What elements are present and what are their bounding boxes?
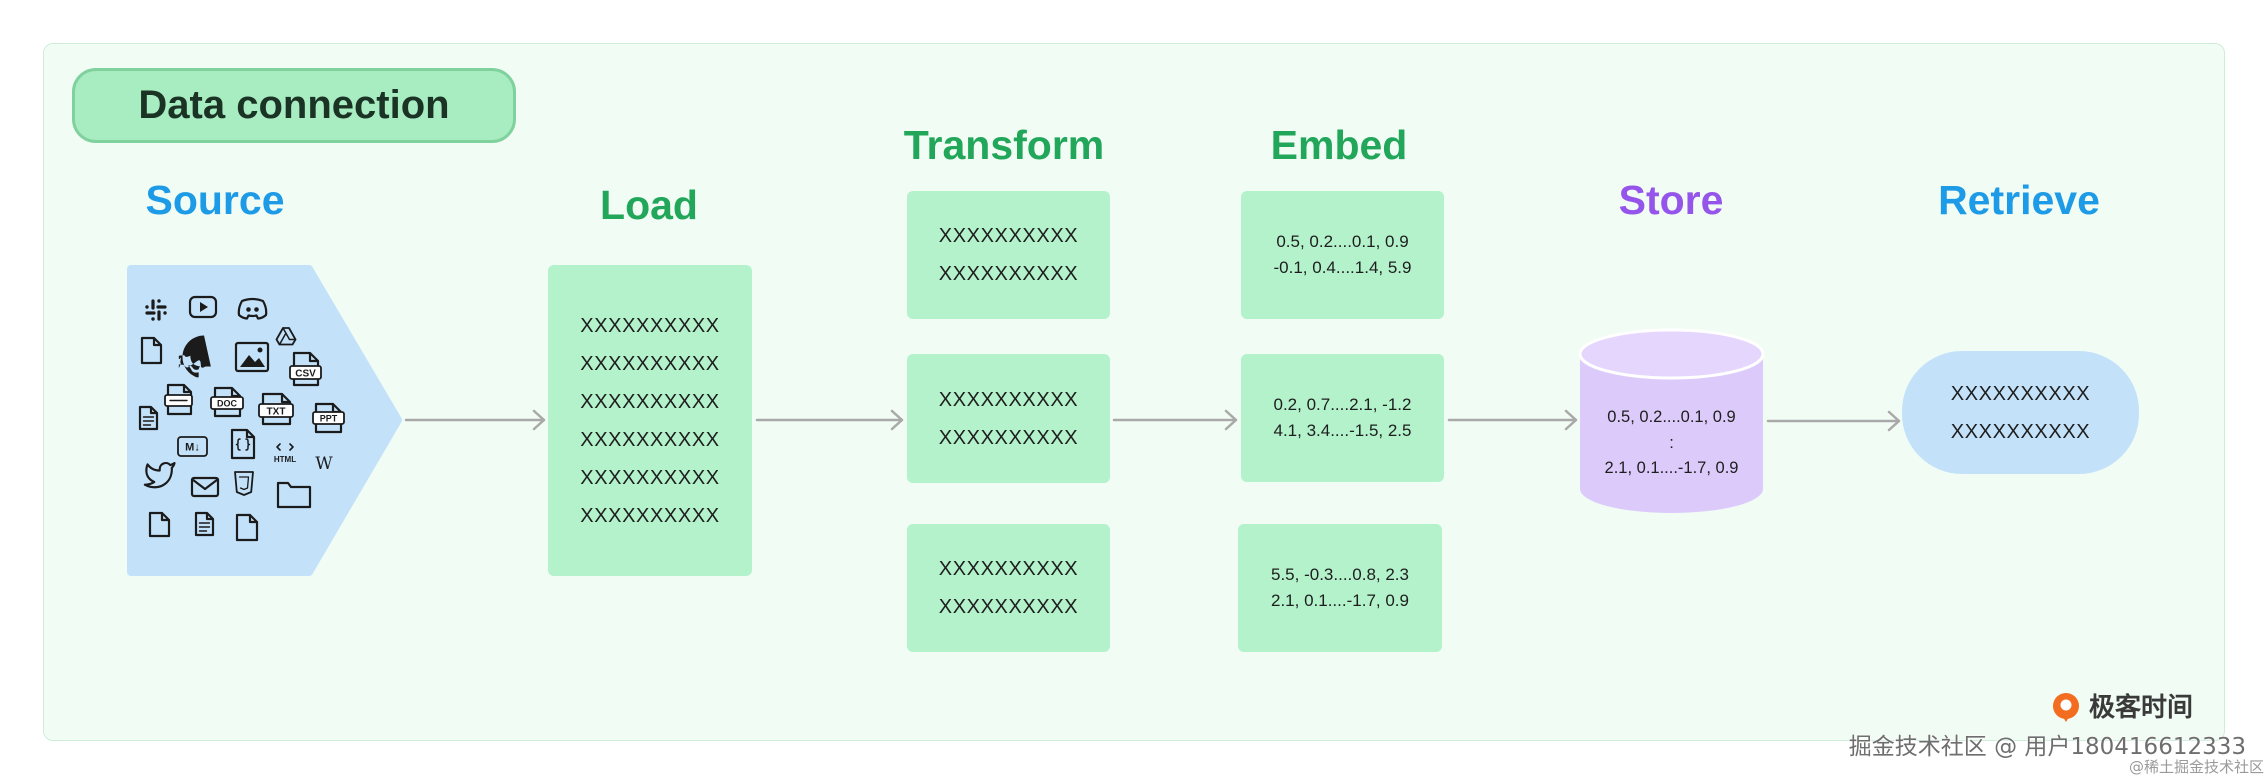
brand-name: 极客时间: [2089, 692, 2194, 722]
svg-text:HTML: HTML: [274, 455, 296, 464]
wikipedia-icon: W: [315, 454, 333, 474]
csv-icon: CSV: [289, 351, 322, 387]
document-text-row: XXXXXXXXXX: [580, 466, 720, 489]
document-icon: [194, 511, 215, 537]
github-icon: [178, 335, 211, 378]
document-text-row: XXXXXXXXXX: [580, 428, 720, 451]
chunk-text-row: XXXXXXXXXX: [938, 558, 1079, 580]
doc-icon: DOC: [210, 386, 244, 418]
file-icon: [140, 336, 163, 365]
youtube-icon: [188, 295, 218, 319]
document-text-row: XXXXXXXXXX: [580, 504, 720, 527]
txt-icon: TXT: [258, 392, 294, 426]
chunk-text-row: XXXXXXXXXX: [938, 426, 1079, 449]
vector-store-cylinder: [1578, 328, 1765, 513]
arrow-store-to-retrieve: [1766, 410, 1901, 432]
markdown-icon: M↓: [177, 436, 208, 457]
watermark-author: 掘金技术社区 @ 用户180416612333: [1848, 734, 2246, 760]
stage-label-retrieve: Retrieve: [1938, 177, 2100, 223]
slack-icon: [145, 299, 167, 321]
ppt-icon: PPT: [312, 402, 345, 434]
transform-chunk-1: XXXXXXXXXX XXXXXXXXXX: [907, 191, 1110, 319]
html-icon: HTML: [274, 443, 296, 464]
code-file-icon: [230, 428, 256, 460]
arrow-transform-to-embed: [1112, 409, 1238, 431]
discord-icon: [237, 297, 268, 320]
stage-label-transform: Transform: [903, 122, 1105, 168]
svg-text:DOC: DOC: [217, 399, 238, 409]
stage-label-load: Load: [600, 182, 698, 228]
source-icons: CSV DOC TXT PPT M↓: [138, 295, 345, 542]
document-text-row: XXXXXXXXXX: [580, 352, 720, 375]
loaded-documents-box: XXXXXXXXXX XXXXXXXXXX XXXXXXXXXX XXXXXXX…: [548, 265, 752, 576]
document-icon: [138, 405, 159, 431]
transform-chunk-2: XXXXXXXXXX XXXXXXXXXX: [907, 354, 1110, 483]
css-icon: [234, 471, 254, 496]
retrieved-text-row: XXXXXXXXXX: [1950, 382, 2091, 405]
document-text-row: XXXXXXXXXX: [580, 314, 720, 337]
embedding-vector-2: 0.2, 0.7....2.1, -1.2 4.1, 3.4....-1.5, …: [1241, 354, 1444, 482]
diagram-title: Data connection: [72, 68, 516, 143]
image-icon: [234, 341, 270, 373]
stored-vector-row: 2.1, 0.1....-1.7, 0.9: [1604, 459, 1739, 477]
vector-store-contents: 0.5, 0.2....0.1, 0.9 : 2.1, 0.1....-1.7,…: [1580, 405, 1763, 482]
vector-values-row: 0.2, 0.7....2.1, -1.2: [1273, 395, 1412, 414]
retrieved-results: XXXXXXXXXX XXXXXXXXXX: [1902, 351, 2139, 474]
brand-logo: 极客时间: [2051, 691, 2193, 723]
twitter-icon: [143, 461, 176, 489]
svg-text:W: W: [315, 454, 333, 474]
watermark-community: @稀土掘金技术社区: [2128, 758, 2264, 776]
vector-values-row: 0.5, 0.2....0.1, 0.9: [1276, 232, 1409, 251]
arrow-source-to-load: [404, 409, 546, 431]
stored-vector-row: 0.5, 0.2....0.1, 0.9: [1607, 408, 1736, 426]
arrow-load-to-transform: [755, 409, 904, 431]
svg-text:PPT: PPT: [320, 414, 338, 424]
vector-values-row: 2.1, 0.1....-1.7, 0.9: [1271, 591, 1409, 610]
transform-chunk-3: XXXXXXXXXX XXXXXXXXXX: [907, 524, 1110, 652]
mail-icon: [190, 476, 220, 498]
stage-label-embed: Embed: [1270, 122, 1408, 168]
arrow-embed-to-store: [1447, 409, 1578, 431]
file-icon: [235, 513, 259, 542]
svg-text:TXT: TXT: [267, 407, 286, 418]
chunk-text-row: XXXXXXXXXX: [938, 263, 1079, 285]
vector-values-row: 5.5, -0.3....0.8, 2.3: [1271, 565, 1409, 584]
retrieved-text-row: XXXXXXXXXX: [1950, 420, 2091, 443]
vector-values-row: 4.1, 3.4....-1.5, 2.5: [1273, 421, 1412, 440]
svg-text:CSV: CSV: [295, 369, 316, 380]
embedding-vector-3: 5.5, -0.3....0.8, 2.3 2.1, 0.1....-1.7, …: [1238, 524, 1442, 652]
google-drive-icon: [275, 327, 297, 346]
svg-text:M↓: M↓: [185, 442, 200, 454]
spreadsheet-file-icon: [164, 383, 193, 416]
chunk-text-row: XXXXXXXXXX: [938, 225, 1079, 247]
stage-label-store: Store: [1618, 177, 1724, 223]
document-text-row: XXXXXXXXXX: [580, 390, 720, 413]
stored-vector-ellipsis: :: [1669, 433, 1674, 452]
source-panel: [127, 265, 402, 576]
chunk-text-row: XXXXXXXXXX: [938, 388, 1079, 411]
stage-label-source: Source: [145, 177, 285, 223]
folder-icon: [276, 481, 312, 509]
chunk-text-row: XXXXXXXXXX: [938, 596, 1079, 618]
geektime-logo-icon: [2052, 693, 2079, 722]
data-connection-panel: [43, 43, 2225, 741]
file-icon: [148, 511, 171, 538]
vector-values-row: -0.1, 0.4....1.4, 5.9: [1273, 258, 1412, 277]
embedding-vector-1: 0.5, 0.2....0.1, 0.9 -0.1, 0.4....1.4, 5…: [1241, 191, 1444, 319]
